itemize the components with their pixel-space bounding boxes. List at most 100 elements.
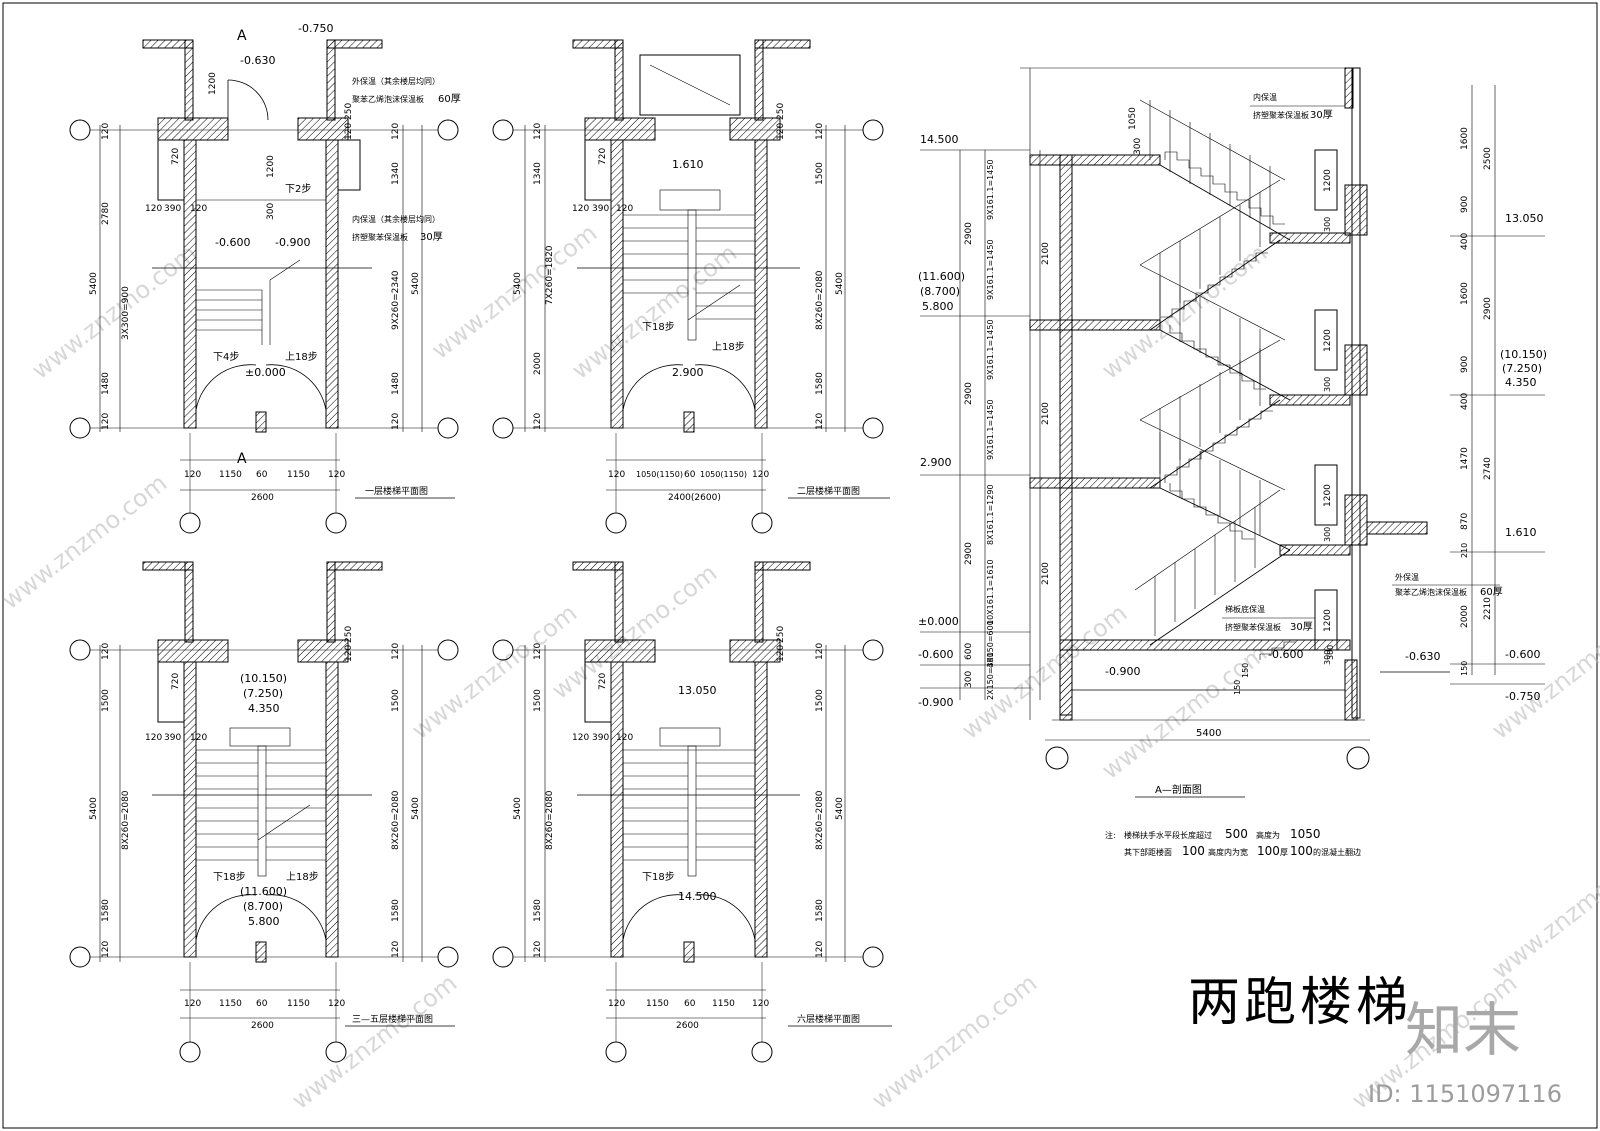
asset-id: ID: 1151097116 <box>1368 1080 1562 1108</box>
level-label: -0.630 <box>240 54 275 67</box>
dim: 120 <box>776 645 786 662</box>
level-label: (10.150) <box>240 672 287 685</box>
dim: 150 <box>1460 661 1469 676</box>
dim: 120 <box>752 999 769 1009</box>
level-label: 2.900 <box>672 366 704 379</box>
watermark: www.znzmo.com <box>0 469 172 615</box>
dim: 120 <box>815 643 825 660</box>
dim: 120 <box>533 413 543 430</box>
dim: 1580 <box>815 372 825 395</box>
dim: 2X150=300 <box>986 652 995 700</box>
dim: 1500 <box>101 689 111 712</box>
dim: 1580 <box>391 899 401 922</box>
plan-sixth-floor: 13.050 14.500 下18步 120 1500 1580 120 540… <box>492 561 892 1063</box>
dim: 2000 <box>533 352 543 375</box>
dim: 8X161.1=1290 <box>986 484 995 545</box>
stair-note: 下18步 <box>213 871 246 883</box>
dim: 150 <box>1241 663 1250 678</box>
note-head: 外保温（其余楼层均同） <box>352 76 440 86</box>
dim: 4X150=600 <box>986 620 995 668</box>
dim: 120 <box>391 413 401 430</box>
dim: 1150 <box>287 999 310 1009</box>
section-a-a: 14.500 (11.600) (8.700) 5.800 2.900 ±0.0… <box>918 67 1547 798</box>
dim: 120 <box>145 733 162 743</box>
footnote-value: 100 <box>1290 844 1313 858</box>
dim: 2900 <box>964 222 974 245</box>
dim: 120 <box>533 123 543 140</box>
note-num: 60厚 <box>1480 586 1503 598</box>
dim-total: 5400 <box>835 797 845 820</box>
dim: 120 <box>344 645 354 662</box>
dim: 10X161.1=1610 <box>986 559 995 625</box>
dim: 250 <box>344 103 354 120</box>
dim: 7X260=1820 <box>545 245 555 305</box>
watermark: www.znzmo.com <box>1096 239 1272 385</box>
dim: 1050(1150) <box>636 470 683 479</box>
dim-total: 2210 <box>1483 597 1493 620</box>
footnote-value: 500 <box>1225 827 1248 841</box>
plan-third-to-fifth-floor: (10.150) (7.250) 4.350 (11.600) (8.700) … <box>69 561 459 1063</box>
level-label: (11.600) <box>240 885 287 898</box>
level-label: 1.610 <box>1505 526 1537 539</box>
stair-note: 下18步 <box>642 871 675 883</box>
dim: 9X161.1=1450 <box>986 239 995 300</box>
dim: 1500 <box>815 162 825 185</box>
level-label: -0.600 <box>918 648 953 661</box>
dim: 120 <box>184 470 201 480</box>
dim: 900 <box>1460 356 1470 373</box>
dim: 120 <box>101 123 111 140</box>
dim-total: 2600 <box>676 1021 699 1031</box>
footnote-text: 楼梯扶手水平段长度超过 <box>1124 830 1212 840</box>
dim: 1200 <box>1323 609 1333 632</box>
dim-total: 2600 <box>251 1021 274 1031</box>
dim: 720 <box>171 673 181 690</box>
dim: 870 <box>1460 513 1470 530</box>
brand-logo: 知末 <box>1405 996 1521 1064</box>
plan-caption: 三—五层楼梯平面图 <box>352 1013 433 1025</box>
dim: 120 <box>101 941 111 958</box>
dim: 60 <box>684 999 696 1009</box>
dim: 1340 <box>391 162 401 185</box>
dim-total: 2500 <box>1483 147 1493 170</box>
dim: 2900 <box>964 542 974 565</box>
dim-total: 5400 <box>513 272 523 295</box>
note-body: 聚苯乙烯泡沫保温板 <box>352 94 424 104</box>
dim: 120 <box>391 643 401 660</box>
dim: 900 <box>1460 196 1470 213</box>
watermark: www.znzmo.com <box>546 559 722 705</box>
dim-total: 5400 <box>411 797 421 820</box>
dim: 1500 <box>391 689 401 712</box>
level-label: (7.250) <box>1502 362 1542 375</box>
dim: 300 <box>1133 138 1143 155</box>
footnote-text: 的混凝土翻边 <box>1313 847 1361 857</box>
dim: 120 <box>533 941 543 958</box>
dim: 1150 <box>219 999 242 1009</box>
level-label: 14.500 <box>920 133 959 146</box>
dim: 720 <box>598 673 608 690</box>
dim-total: 5400 <box>89 272 99 295</box>
dim: 1050(1150) <box>700 470 747 479</box>
dim: 120 <box>815 123 825 140</box>
dim: 1470 <box>1460 447 1470 470</box>
level-label: (8.700) <box>920 285 960 298</box>
level-label: (11.600) <box>918 270 965 283</box>
dim: 600 <box>964 643 974 660</box>
level-label: -0.900 <box>1105 665 1140 678</box>
level-label: ±0.000 <box>245 366 286 379</box>
dim: 250 <box>776 626 786 643</box>
dim: 1200 <box>208 72 218 95</box>
stair-note: 下4步 <box>213 351 239 363</box>
level-label: (8.700) <box>243 900 283 913</box>
level-label: ±0.000 <box>918 615 959 628</box>
dim: 1480 <box>391 372 401 395</box>
dim: 1050 <box>1128 107 1138 130</box>
footnote-text: 高度为 <box>1256 830 1280 840</box>
dim-total: 5400 <box>411 272 421 295</box>
dim: 1150 <box>219 470 242 480</box>
level-label: 5.800 <box>248 915 280 928</box>
dim: 2900 <box>964 382 974 405</box>
stair-note: 上18步 <box>712 341 745 353</box>
dim: 9X161.1=1450 <box>986 319 995 380</box>
dim: 1480 <box>101 372 111 395</box>
dim: 1500 <box>815 689 825 712</box>
